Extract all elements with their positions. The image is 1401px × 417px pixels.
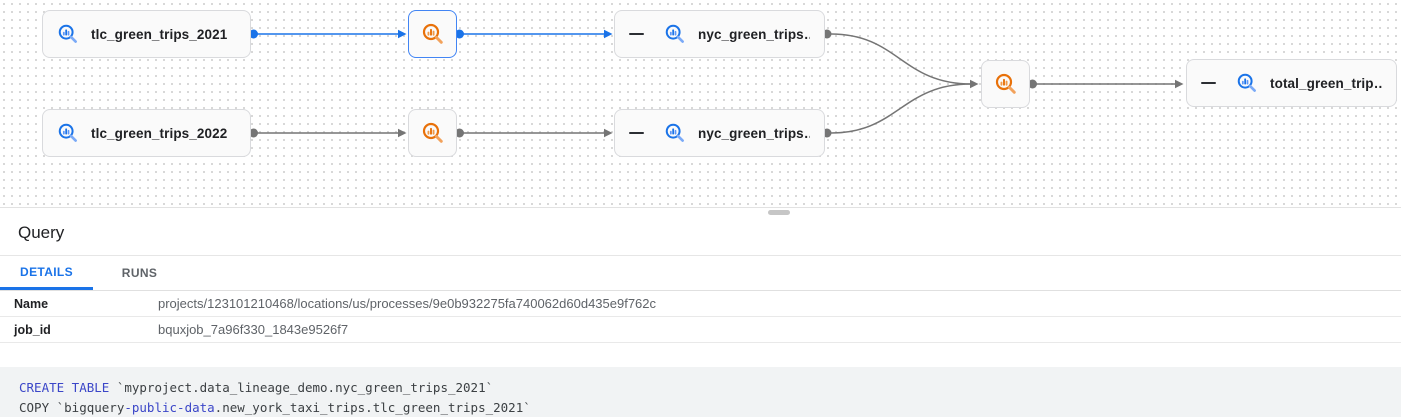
bigquery-icon bbox=[664, 23, 686, 45]
minus-icon[interactable] bbox=[629, 131, 644, 135]
node-process-selected[interactable] bbox=[408, 10, 457, 58]
details-table: Name projects/123101210468/locations/us/… bbox=[0, 291, 1401, 343]
tab-runs[interactable]: RUNS bbox=[121, 266, 158, 280]
node-label: nyc_green_trips… bbox=[698, 125, 810, 141]
detail-label: Name bbox=[14, 296, 49, 311]
minus-icon[interactable] bbox=[629, 32, 644, 36]
edge-group bbox=[249, 29, 1184, 138]
bigquery-icon bbox=[994, 72, 1018, 96]
table-row: Name projects/123101210468/locations/us/… bbox=[0, 291, 1401, 317]
bigquery-icon bbox=[421, 22, 445, 46]
edge-selected-group bbox=[249, 29, 613, 39]
bigquery-icon bbox=[57, 23, 79, 45]
bigquery-icon bbox=[1236, 72, 1258, 94]
lineage-canvas[interactable]: tlc_green_trips_2021 nyc_green_trips… tl… bbox=[0, 0, 1401, 208]
node-total-green-trips[interactable]: total_green_trip… bbox=[1186, 59, 1397, 107]
node-label: tlc_green_trips_2022 bbox=[91, 125, 228, 141]
panel-title: Query bbox=[18, 223, 65, 242]
detail-value: projects/123101210468/locations/us/proce… bbox=[158, 296, 657, 311]
table-row: job_id bquxjob_7a96f330_1843e9526f7 bbox=[0, 317, 1401, 343]
lineage-edges bbox=[249, 29, 1184, 138]
node-nyc-green-trips-2022[interactable]: nyc_green_trips… bbox=[614, 109, 825, 157]
sql-code: CREATE TABLE `myproject.data_lineage_dem… bbox=[0, 367, 1401, 417]
node-label: total_green_trip… bbox=[1270, 75, 1382, 91]
panel-drag-handle[interactable] bbox=[768, 210, 790, 215]
title-divider bbox=[0, 255, 1401, 256]
minus-icon[interactable] bbox=[1201, 81, 1216, 85]
bigquery-icon bbox=[664, 122, 686, 144]
node-label: nyc_green_trips… bbox=[698, 26, 810, 42]
tab-details[interactable]: DETAILS bbox=[0, 256, 93, 290]
node-tlc-green-trips-2021[interactable]: tlc_green_trips_2021 bbox=[42, 10, 251, 58]
node-label: tlc_green_trips_2021 bbox=[91, 26, 228, 42]
tabbar: DETAILS RUNS bbox=[0, 256, 1401, 291]
node-nyc-green-trips-2021[interactable]: nyc_green_trips… bbox=[614, 10, 825, 58]
detail-value: bquxjob_7a96f330_1843e9526f7 bbox=[158, 322, 349, 337]
node-tlc-green-trips-2022[interactable]: tlc_green_trips_2022 bbox=[42, 109, 251, 157]
node-process-2022[interactable] bbox=[408, 109, 457, 157]
bigquery-icon bbox=[57, 122, 79, 144]
bigquery-icon bbox=[421, 121, 445, 145]
node-process-merge[interactable] bbox=[981, 60, 1030, 108]
detail-label: job_id bbox=[14, 322, 51, 337]
